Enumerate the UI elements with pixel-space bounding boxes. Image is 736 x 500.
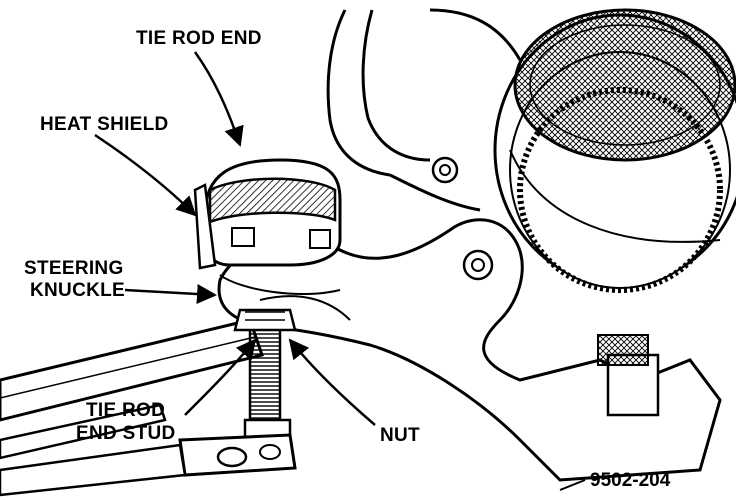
hub-assembly	[493, 8, 736, 293]
label-tie-rod-end-stud-line2: END STUD	[76, 423, 176, 444]
steering-knuckle-shape	[217, 156, 722, 482]
leader-nut	[288, 338, 376, 426]
leader-lines	[94, 51, 376, 426]
label-steering-knuckle-line2: KNUCKLE	[30, 280, 125, 301]
tie-rod-arm	[0, 318, 264, 460]
leader-heat-shield	[94, 133, 197, 217]
leader-steering-knuckle	[124, 284, 217, 304]
label-steering-knuckle-line1: STEERING	[24, 258, 124, 279]
figure-number: 9502-204	[590, 470, 671, 491]
upper-arm	[326, 8, 522, 212]
figure-number-mark	[559, 479, 586, 491]
label-heat-shield: HEAT SHIELD	[40, 114, 169, 135]
tie-rod-end-housing	[193, 158, 342, 295]
label-tie-rod-end-stud-line1: TIE ROD	[86, 400, 166, 421]
tie-rod-end-stud-shape	[0, 308, 297, 497]
leader-tie-rod-end-stud	[184, 338, 257, 416]
leader-tie-rod-end	[193, 51, 244, 147]
label-tie-rod-end: TIE ROD END	[136, 28, 262, 49]
label-nut: NUT	[380, 425, 420, 446]
